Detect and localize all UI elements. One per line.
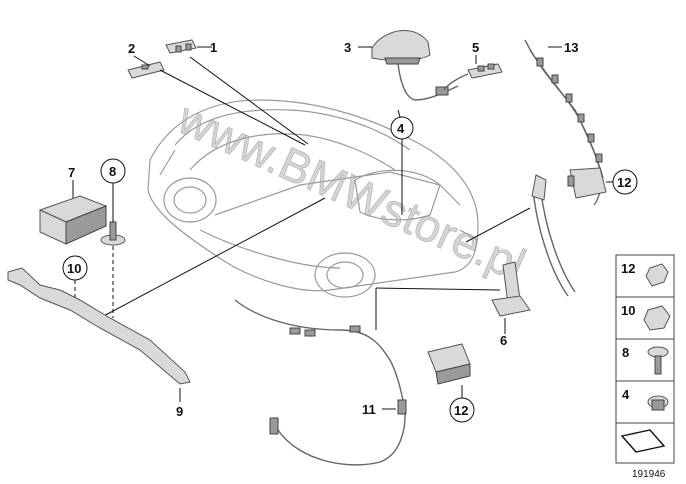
bracket-part-2: [127, 61, 165, 79]
legend-label-12: 12: [621, 261, 635, 276]
callout-12b-circle: [449, 397, 475, 423]
module-part-12-lower: [427, 343, 471, 385]
callout-4: 4: [397, 121, 405, 136]
bolt-part-8: [100, 221, 126, 246]
callout-7: 7: [68, 165, 75, 180]
nut-10-icon: [643, 305, 671, 331]
callout-10: 10: [67, 261, 81, 276]
legend-box-12: [615, 254, 675, 298]
roof-antenna-part-3: [371, 30, 459, 101]
callout-11: 11: [362, 402, 376, 417]
callout-3: 3: [344, 40, 351, 55]
control-unit-part-7: [38, 195, 108, 245]
callout-12a: 12: [617, 175, 631, 190]
legend-label-10: 10: [621, 303, 635, 318]
bracket-part-1: [165, 39, 197, 54]
diagram-number: 191946: [632, 469, 666, 480]
connector-part-5: [443, 63, 503, 91]
antenna-cable-lower: [234, 299, 407, 466]
callout-13: 13: [564, 40, 578, 55]
car-outline: [147, 99, 479, 298]
callout-12b: 12: [454, 403, 468, 418]
bracket-part-9: [7, 267, 191, 385]
legend-label-4: 4: [622, 387, 630, 402]
nut-12-icon: [645, 263, 669, 287]
pointer-arrow-icon: [620, 429, 666, 453]
legend-box-8: [615, 338, 675, 382]
module-part-12-upper: [567, 167, 607, 199]
hardware-legend: 12 10 8 4: [615, 254, 675, 464]
callout-1: 1: [210, 40, 217, 55]
callout-6: 6: [500, 333, 507, 348]
amplifier-part-6: [491, 261, 531, 317]
cable-harness-part-13: [524, 39, 604, 297]
callout-8: 8: [109, 164, 116, 179]
callout-5: 5: [472, 40, 479, 55]
callout-2: 2: [128, 41, 135, 56]
callout-9: 9: [176, 404, 183, 419]
legend-label-8: 8: [622, 345, 629, 360]
